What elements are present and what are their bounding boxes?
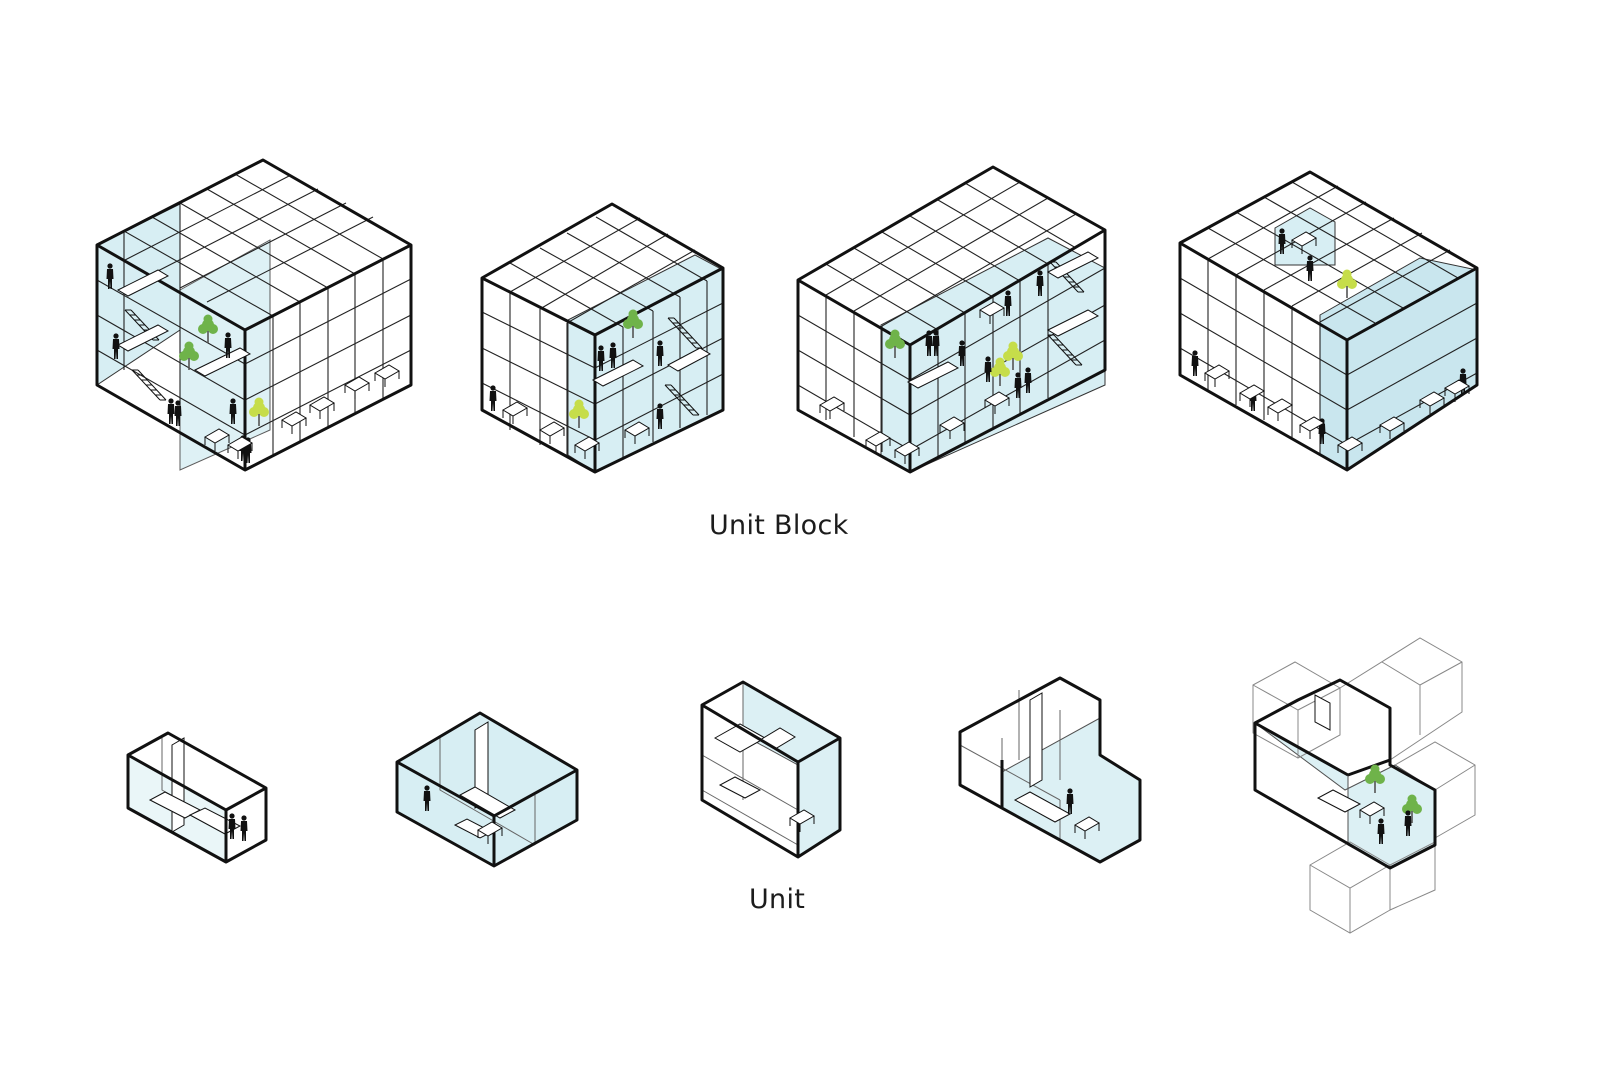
unit-block-4 [1178,170,1479,472]
unit-2 [395,711,579,868]
unit-5 [1252,637,1476,934]
unit-3 [700,680,842,859]
unit-block-3 [796,165,1107,474]
unit-block-caption: Unit Block [709,510,849,541]
unit-block-1 [95,158,413,472]
unit-block-2 [480,202,725,474]
unit-1 [126,731,268,864]
unit-4 [958,676,1142,864]
unit-caption: Unit [749,884,806,915]
